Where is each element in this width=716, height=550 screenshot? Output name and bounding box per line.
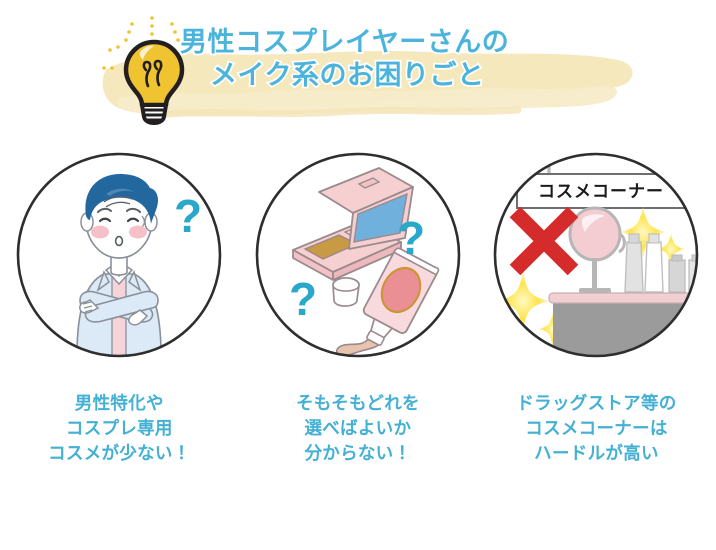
caption-2-line-3: 分からない！ [304, 443, 412, 463]
circle-outline [16, 152, 222, 358]
caption-1: 男性特化や コスプレ専用 コスメが少ない！ [48, 391, 190, 466]
svg-text:?: ? [174, 190, 202, 242]
column-1: ? 男性特化や コスプレ専用 コスメが少ない！ [0, 150, 239, 550]
question-mark-icon: ? [174, 190, 202, 242]
circle-outline [494, 152, 699, 358]
cosmetics-items-illustration: ? ? [289, 167, 440, 356]
caption-3-line-2: コスメコーナーは [525, 418, 668, 438]
counter-sign-label: コスメコーナー [538, 182, 664, 201]
illustration-circle-3: コスメコーナー [491, 150, 701, 365]
red-x-icon [510, 206, 579, 276]
page-title: 男性コスプレイヤーさんの メイク系のお困りごと [178, 25, 650, 92]
illustration-circle-2: ? ? [253, 150, 463, 365]
problem-columns: ? 男性特化や コスプレ専用 コスメが少ない！ [0, 150, 716, 550]
svg-text:?: ? [397, 212, 425, 264]
caption-2-line-1: そもそもどれを [295, 393, 420, 413]
caption-3-line-3: ハードルが高い [534, 443, 659, 463]
caption-3: ドラッグストア等の コスメコーナーは ハードルが高い [516, 391, 676, 466]
sparkle-icon-1 [619, 204, 668, 260]
sparkle-icon-2 [656, 232, 687, 267]
illustration-circle-1: ? [14, 150, 224, 365]
header: 男性コスプレイヤーさんの メイク系のお困りごと [0, 0, 716, 145]
caption-1-line-1: 男性特化や [74, 393, 164, 413]
cosmetics-counter-illustration: コスメコーナー [495, 154, 698, 356]
column-2: ? ? そもそもどれを 選べばよいか 分からない！ [239, 150, 478, 550]
column-3: コスメコーナー [477, 150, 716, 550]
lightbulb-icon [102, 16, 185, 125]
question-mark-icon-2: ? [289, 273, 317, 325]
caption-3-line-1: ドラッグストア等の [516, 393, 677, 413]
brush-stroke-background [102, 50, 633, 118]
caption-1-line-2: コスプレ専用 [65, 418, 173, 438]
title-line-2: メイク系のお困りごと [208, 58, 485, 92]
caption-2: そもそもどれを 選べばよいか 分からない！ [296, 391, 420, 466]
caption-2-line-2: 選べばよいか [304, 418, 412, 438]
troubled-man-illustration: ? [76, 174, 202, 356]
caption-1-line-3: コスメが少ない！ [48, 443, 191, 463]
question-mark-icon: ? [397, 212, 425, 264]
sparkle-icon-3 [495, 268, 552, 334]
svg-text:?: ? [289, 273, 317, 325]
circle-outline [255, 152, 461, 358]
title-line-1: 男性コスプレイヤーさんの [178, 25, 510, 59]
